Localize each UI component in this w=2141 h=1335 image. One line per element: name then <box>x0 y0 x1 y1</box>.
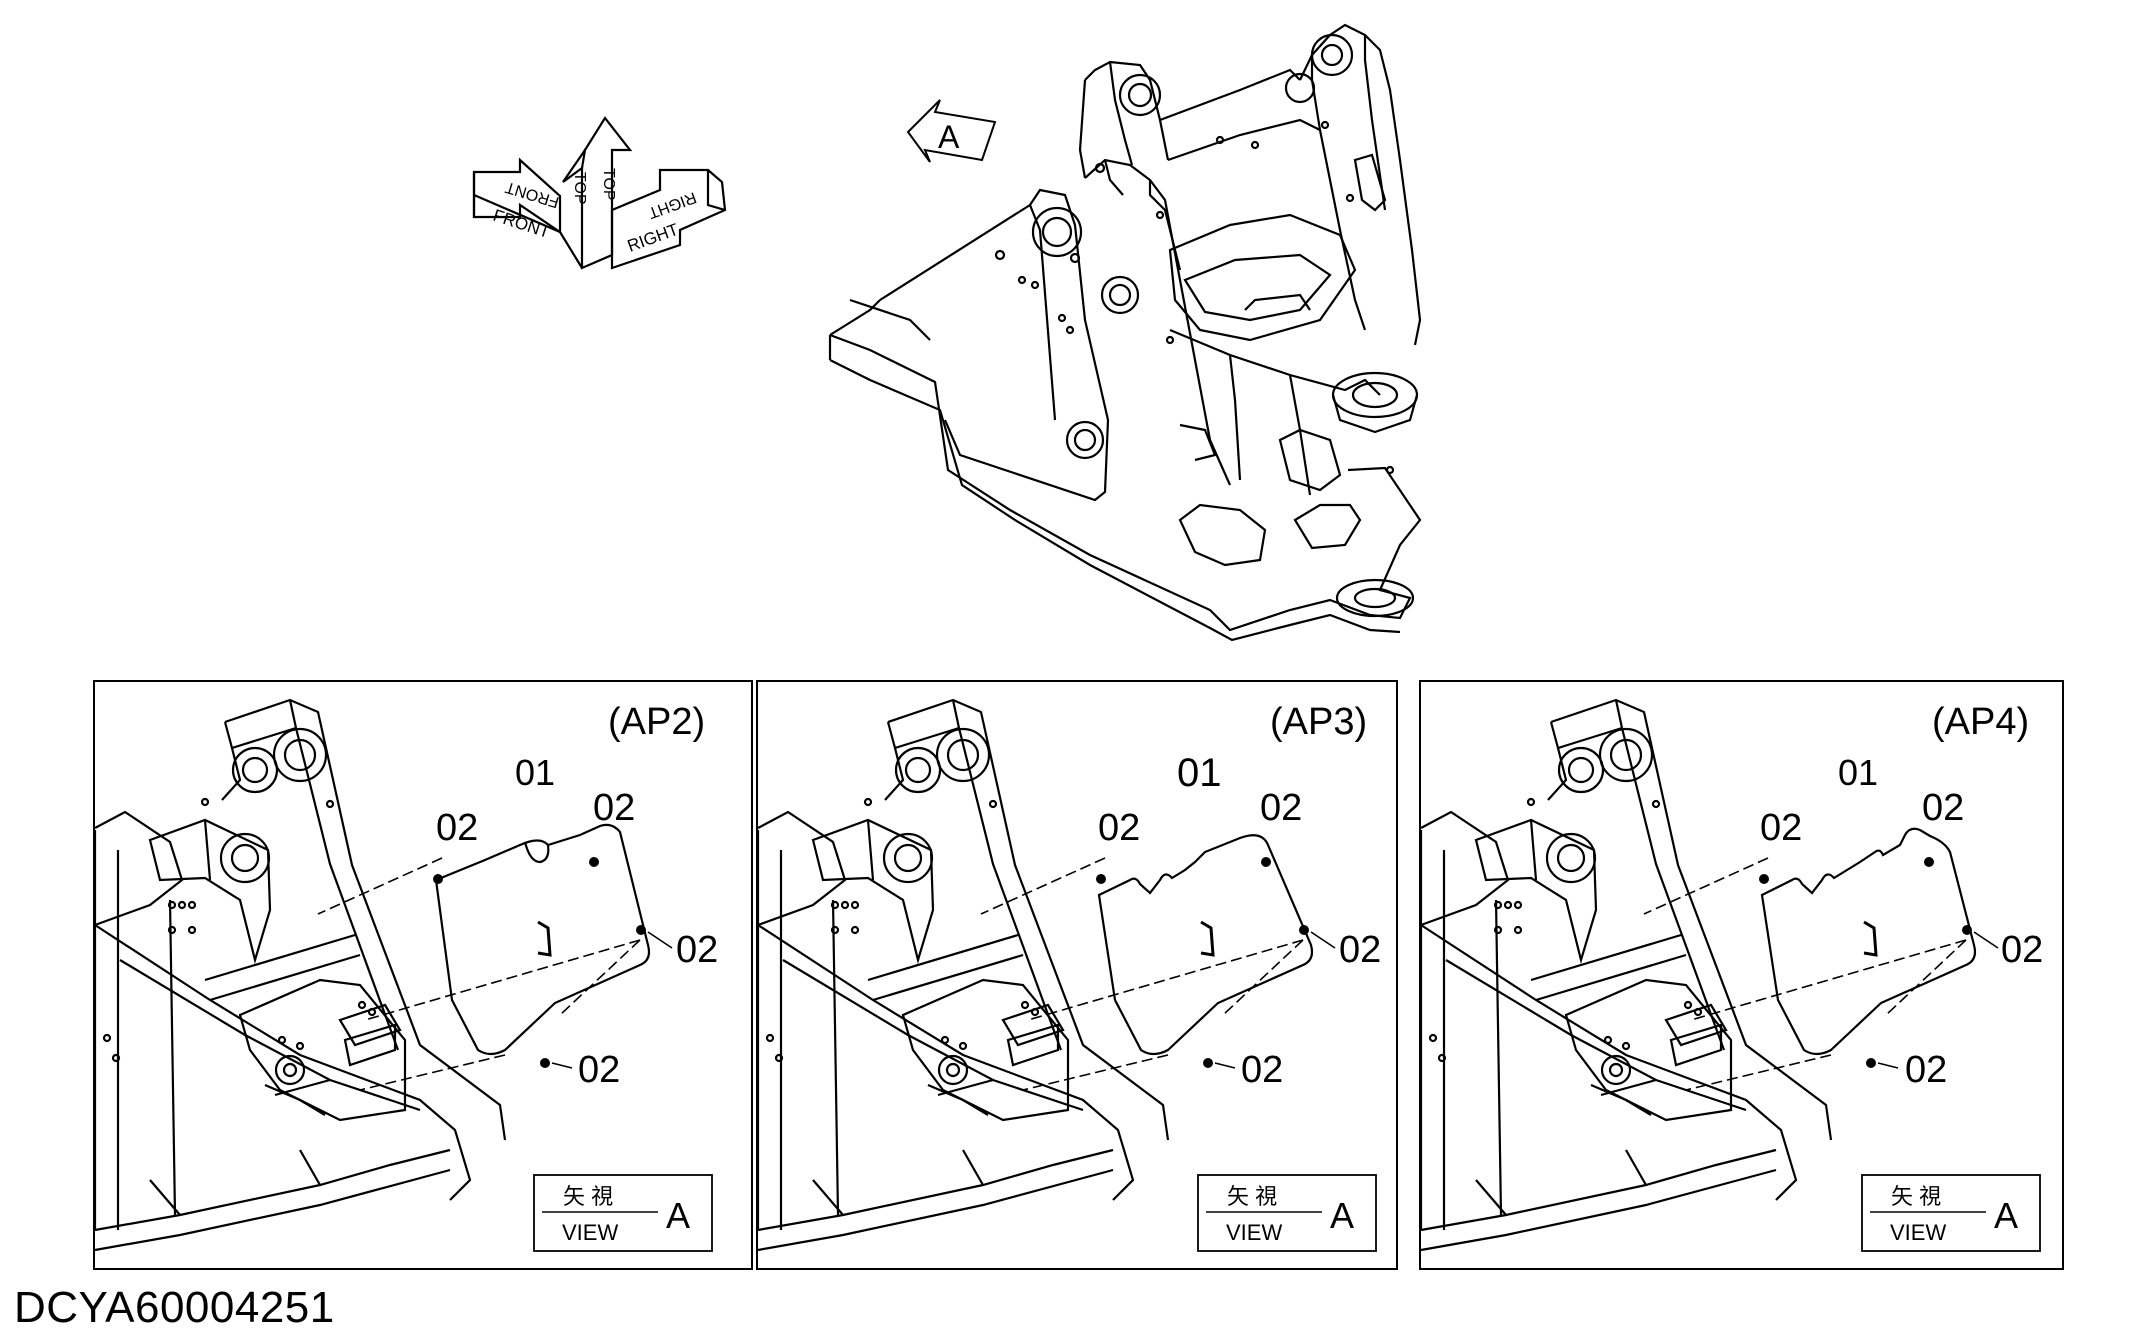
cover-plate-01 <box>1097 834 1314 1056</box>
callout-02-left: 02 <box>1098 807 1140 849</box>
orientation-indicator: FRONT FRONT TOP TOP RIGHT RIGHT <box>472 116 727 270</box>
view-box-letter: A <box>666 1195 690 1236</box>
view-box-letter: A <box>1994 1195 2018 1236</box>
callout-02-top: 02 <box>1260 787 1302 829</box>
panel-tag: (AP2) <box>608 701 705 743</box>
top-label-1: TOP <box>571 172 588 205</box>
callout-02-bottom: 02 <box>578 1049 620 1091</box>
cover-plate-01 <box>1760 827 1977 1056</box>
cover-plate-01 <box>434 823 651 1056</box>
top-label-2: TOP <box>600 168 617 201</box>
detail-panel-ap3: (AP3) 01 02 02 02 02 矢 視 VIEW A <box>756 680 1398 1270</box>
callout-02-right: 02 <box>1339 929 1381 971</box>
main-frame-drawing <box>828 23 1422 642</box>
view-a-box: 矢 視 VIEW A <box>533 1174 713 1252</box>
detail-panel-ap2: (AP2) 01 02 02 02 02 矢 視 VIEW A <box>93 680 753 1270</box>
callout-02-left: 02 <box>1760 807 1802 849</box>
callout-02-right: 02 <box>676 929 718 971</box>
view-box-view: VIEW <box>562 1220 618 1245</box>
callout-01: 01 <box>1177 751 1222 795</box>
callout-02-bottom: 02 <box>1905 1049 1947 1091</box>
panel-tag: (AP3) <box>1270 701 1367 743</box>
panel-tag: (AP4) <box>1932 701 2029 743</box>
view-box-letter: A <box>1330 1195 1354 1236</box>
view-box-kanji: 矢 視 <box>563 1184 613 1209</box>
callout-02-left: 02 <box>436 807 478 849</box>
callout-02-bottom: 02 <box>1241 1049 1283 1091</box>
view-box-view: VIEW <box>1890 1220 1946 1245</box>
view-a-box: 矢 視 VIEW A <box>1197 1174 1377 1252</box>
callout-01: 01 <box>1838 752 1878 793</box>
view-box-kanji: 矢 視 <box>1891 1184 1941 1209</box>
front-label-mirrored: FRONT <box>503 178 561 210</box>
front-label: FRONT <box>491 206 553 242</box>
view-box-view: VIEW <box>1226 1220 1282 1245</box>
callout-02-top: 02 <box>1922 787 1964 829</box>
view-a-letter: A <box>938 119 960 155</box>
view-a-box: 矢 視 VIEW A <box>1861 1174 2041 1252</box>
view-a-marker: A <box>906 99 997 163</box>
callout-02-right: 02 <box>2001 929 2043 971</box>
callout-02-top: 02 <box>593 787 635 829</box>
document-code: DCYA60004251 <box>14 1283 335 1332</box>
detail-panel-ap4: (AP4) 01 02 02 02 02 矢 視 VIEW A <box>1419 680 2064 1270</box>
view-box-kanji: 矢 視 <box>1227 1184 1277 1209</box>
right-label: RIGHT <box>625 220 681 256</box>
callout-01: 01 <box>515 752 555 793</box>
